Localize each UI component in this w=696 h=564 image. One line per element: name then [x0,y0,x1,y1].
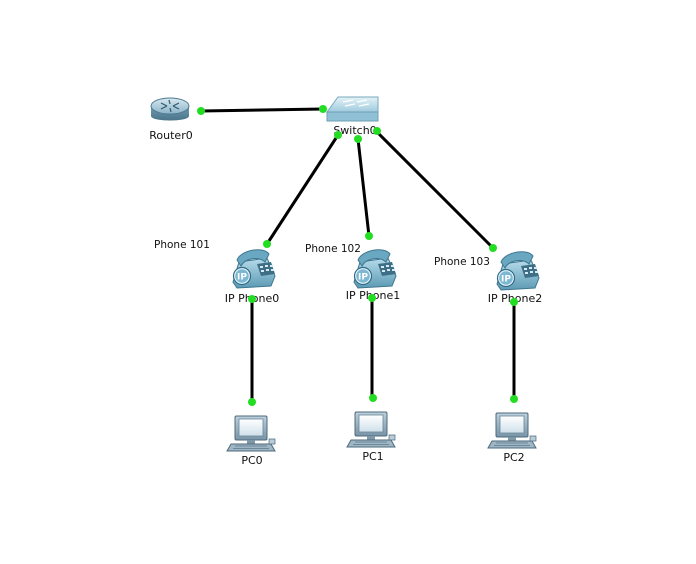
port-indicator [510,298,518,306]
ip-phone-icon: IP [496,251,540,291]
ip-phone-icon: IP [353,249,397,289]
pc1-label: PC1 [362,450,383,463]
ip-phone0-badge: IP [237,273,247,283]
pc0-label: PC0 [241,454,262,467]
ip-phone2-device[interactable]: IP IP Phone2 Phone 103 [434,251,542,305]
port-indicator [354,135,362,143]
router0-device[interactable]: Router0 [149,97,193,142]
link-switch0-ip-phone2[interactable] [375,130,495,250]
port-indicator [489,244,497,252]
ip-phone-icon: IP [232,249,276,289]
port-indicator [368,294,376,302]
port-indicator [319,105,327,113]
link-switch0-ip-phone0[interactable] [265,133,340,246]
ip-phone1-device[interactable]: IP IP Phone1 Phone 102 [305,243,400,302]
switch0-label: Switch0 [333,124,376,137]
link-switch0-ip-phone1[interactable] [356,137,371,238]
port-indicator [248,398,256,406]
ip-phone0-note: Phone 101 [154,239,210,251]
pc-icon [226,415,276,452]
port-indicator [365,232,373,240]
pc1-device[interactable]: PC1 [346,411,396,463]
ip-phone1-badge: IP [358,273,368,283]
pc2-device[interactable]: PC2 [487,412,537,464]
switch-icon [326,96,379,122]
pc2-label: PC2 [503,451,524,464]
port-indicator [263,240,271,248]
switch0-device[interactable]: Switch0 [326,96,379,137]
port-indicator [373,127,381,135]
links [199,107,516,404]
ip-phone0-device[interactable]: IP IP Phone0 Phone 101 [154,239,279,305]
port-indicator [248,295,256,303]
port-indicator [369,394,377,402]
router0-label: Router0 [149,129,192,142]
pc0-device[interactable]: PC0 [226,415,276,467]
ip-phone2-badge: IP [501,275,511,285]
ip-phone2-note: Phone 103 [434,256,490,268]
port-indicators [197,105,518,406]
link-router0-switch0[interactable] [199,107,325,113]
port-indicator [334,131,342,139]
port-indicator [510,395,518,403]
pc-icon [346,411,396,448]
pc-icon [487,412,537,449]
router-icon [150,97,190,121]
ip-phone1-note: Phone 102 [305,243,361,255]
port-indicator [197,107,205,115]
